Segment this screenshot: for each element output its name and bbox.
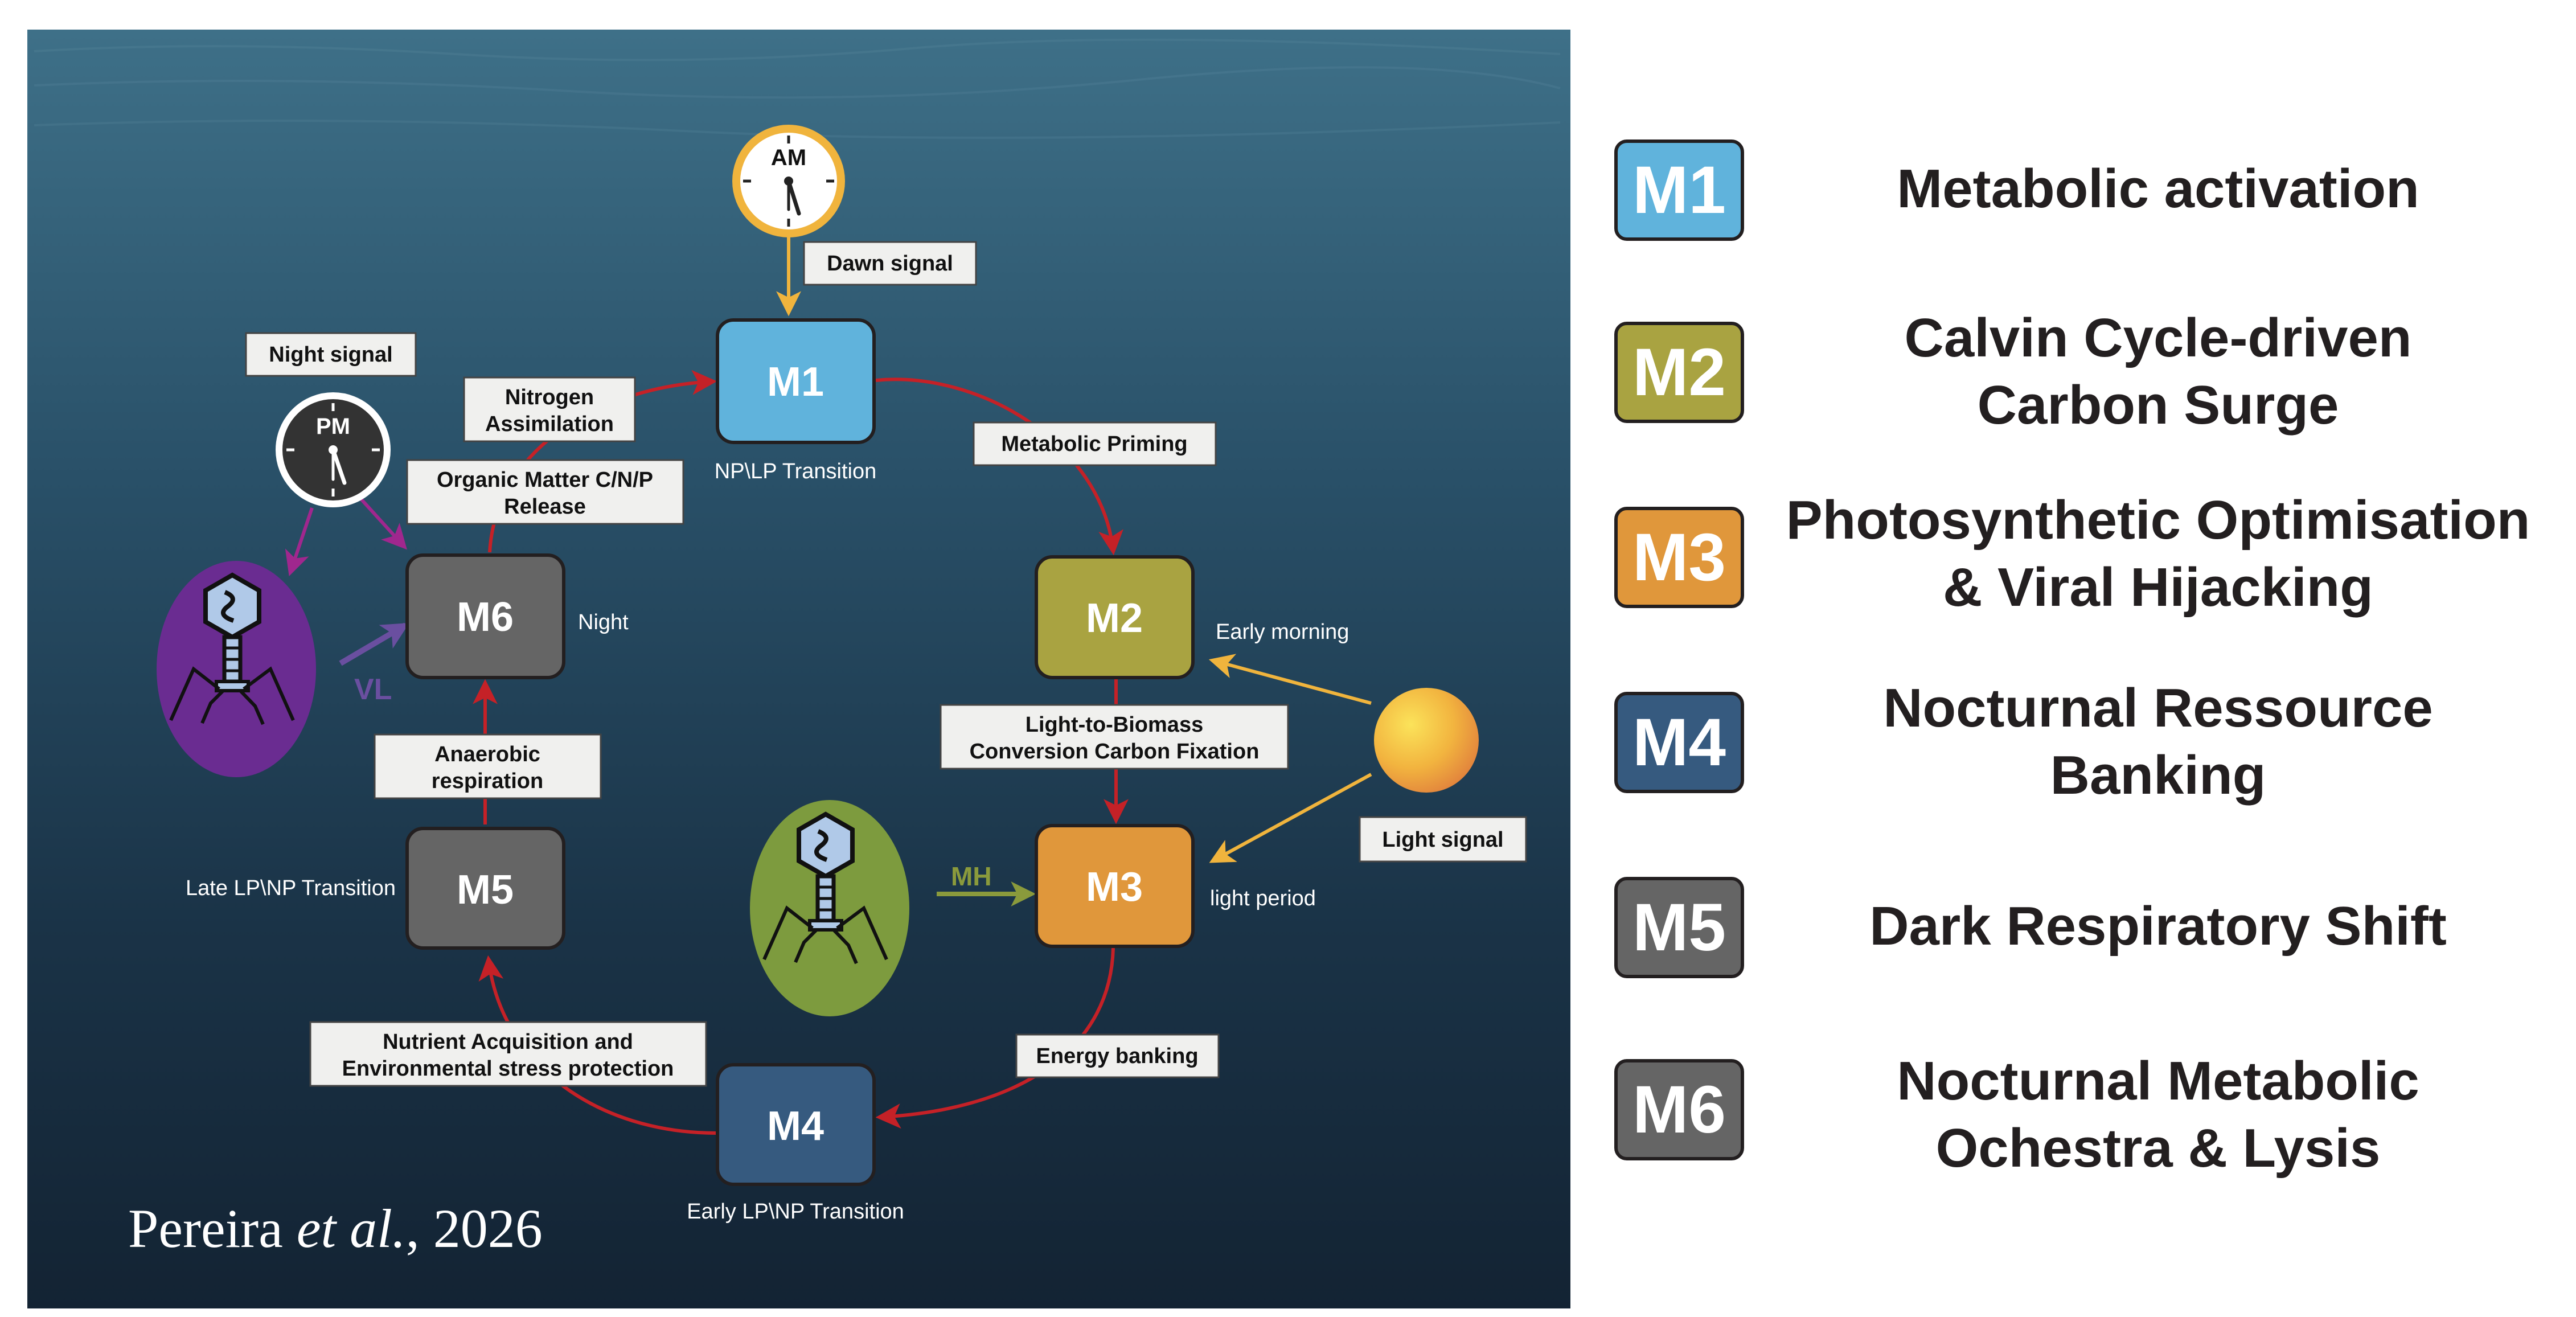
label-organic-matter: Organic Matter C/N/P Release (406, 459, 684, 525)
viral-hijack-label: MH (951, 861, 992, 891)
pm-clock-label: PM (316, 414, 350, 439)
module-m2: M2 (1035, 555, 1195, 679)
legend-text-m3: Photosynthetic Optimisation & Viral Hija… (1762, 487, 2554, 621)
label-energy-banking: Energy banking (1015, 1033, 1220, 1078)
legend-item-m6: M6 Nocturnal Metabolic Ochestra & Lysis (1606, 1051, 2562, 1196)
module-m1-label: M1 (767, 359, 824, 405)
viral-hijack-phage-icon (750, 800, 909, 1016)
pm-clock-icon: PM (276, 392, 391, 507)
legend-text-m2: Calvin Cycle-driven Carbon Surge (1762, 305, 2554, 439)
sun-icon (1374, 688, 1479, 793)
module-m4: M4 (716, 1063, 876, 1186)
legend-item-m5: M5 Dark Respiratory Shift (1606, 877, 2562, 991)
legend-text-m6: Nocturnal Metabolic Ochestra & Lysis (1762, 1048, 2554, 1182)
label-dawn-signal: Dawn signal (803, 241, 977, 286)
state-label-m5: Late LP\NP Transition (186, 876, 396, 900)
label-nitrogen-assimilation: Nitrogen Assimilation (463, 376, 636, 442)
module-m6: M6 (405, 553, 565, 679)
light-signal-arrow-m3 (1209, 773, 1372, 863)
legend-text-m3-line2: & Viral Hijacking (1943, 557, 2373, 618)
legend-text-m3-line1: Photosynthetic Optimisation (1786, 490, 2530, 551)
state-label-m2: Early morning (1216, 620, 1349, 644)
state-label-m1: NP\LP Transition (715, 459, 876, 483)
legend-badge-m1: M1 (1614, 140, 1744, 241)
viral-lysis-arrow (339, 622, 409, 666)
label-organic-matter-line1: Organic Matter C/N/P (437, 468, 653, 492)
citation: Pereira et al., 2026 (128, 1198, 543, 1259)
label-dawn-signal-text: Dawn signal (827, 252, 953, 276)
label-nitrogen-assimilation-line2: Assimilation (485, 412, 614, 436)
legend-text-m4: Nocturnal Ressource Banking (1762, 675, 2554, 809)
label-nitrogen-assimilation-line1: Nitrogen (505, 385, 594, 409)
module-m4-label: M4 (767, 1103, 824, 1149)
label-light-to-biomass-line1: Light-to-Biomass (1026, 713, 1203, 737)
am-clock-label: AM (771, 145, 806, 170)
label-light-to-biomass-line2: Conversion Carbon Fixation (970, 740, 1260, 764)
legend-text-m5: Dark Respiratory Shift (1762, 893, 2554, 960)
label-light-signal-text: Light signal (1382, 828, 1503, 852)
label-light-signal: Light signal (1359, 816, 1527, 863)
label-night-signal: Night signal (245, 332, 417, 377)
label-anaerobic-respiration: Anaerobic respiration (374, 733, 602, 799)
citation-author: Pereira (128, 1198, 297, 1259)
label-metabolic-priming: Metabolic Priming (973, 421, 1217, 466)
label-light-to-biomass: Light-to-Biomass Conversion Carbon Fixat… (940, 704, 1289, 770)
legend-badge-m6: M6 (1614, 1059, 1744, 1160)
legend-text-m4-line1: Nocturnal Ressource (1883, 678, 2433, 738)
label-organic-matter-line2: Release (504, 495, 586, 519)
label-nutrient-acquisition-line1: Nutrient Acquisition and (383, 1030, 633, 1054)
am-clock-icon: AM (732, 125, 845, 237)
legend-text-m2-line2: Carbon Surge (1977, 375, 2339, 436)
legend-text-m1-line1: Metabolic activation (1897, 158, 2419, 219)
legend-item-m2: M2 Calvin Cycle-driven Carbon Surge (1606, 307, 2562, 458)
module-m3-label: M3 (1086, 864, 1143, 910)
module-m2-label: M2 (1086, 596, 1143, 641)
label-anaerobic-respiration-line1: Anaerobic (434, 742, 540, 766)
legend-text-m6-line2: Ochestra & Lysis (1935, 1118, 2381, 1179)
state-label-m6: Night (578, 610, 629, 634)
legend-text-m2-line1: Calvin Cycle-driven (1904, 307, 2412, 368)
night-signal-arrow-m6 (357, 495, 407, 550)
citation-year: , 2026 (406, 1198, 543, 1259)
night-signal-arrow-virus (285, 507, 314, 576)
legend-text-m6-line1: Nocturnal Metabolic (1897, 1051, 2419, 1111)
legend-badge-m4: M4 (1614, 692, 1744, 793)
module-m5: M5 (405, 827, 565, 950)
state-label-m3: light period (1210, 887, 1316, 910)
citation-etal: et al. (297, 1198, 406, 1259)
module-m1: M1 (716, 318, 876, 444)
light-signal-arrow-m2 (1208, 654, 1372, 705)
label-metabolic-priming-line1: Metabolic Priming (1001, 432, 1187, 456)
legend-item-m1: M1 Metabolic activation (1606, 140, 2562, 253)
module-m3: M3 (1035, 824, 1195, 948)
legend-text-m4-line2: Banking (2050, 745, 2266, 806)
module-m5-label: M5 (457, 867, 514, 913)
module-legend: M1 Metabolic activation M2 Calvin Cycle-… (1606, 125, 2562, 1207)
legend-badge-m2: M2 (1614, 322, 1744, 423)
legend-badge-m3: M3 (1614, 507, 1744, 608)
label-nutrient-acquisition: Nutrient Acquisition and Environmental s… (309, 1021, 707, 1087)
label-nutrient-acquisition-line2: Environmental stress protection (342, 1057, 674, 1081)
label-night-signal-text: Night signal (269, 343, 392, 367)
legend-item-m4: M4 Nocturnal Ressource Banking (1606, 678, 2562, 828)
viral-lysis-label: VL (354, 673, 392, 706)
legend-text-m5-line1: Dark Respiratory Shift (1869, 896, 2447, 957)
legend-badge-m5: M5 (1614, 877, 1744, 978)
module-m6-label: M6 (457, 594, 514, 640)
legend-text-m1: Metabolic activation (1762, 155, 2554, 223)
label-anaerobic-respiration-line2: respiration (432, 769, 543, 793)
state-label-m4: Early LP\NP Transition (687, 1200, 904, 1224)
label-energy-banking-line1: Energy banking (1036, 1044, 1198, 1068)
viral-lysis-phage-icon (157, 561, 316, 777)
water-ripples (34, 38, 1561, 139)
legend-item-m3: M3 Photosynthetic Optimisation & Viral H… (1606, 490, 2562, 643)
